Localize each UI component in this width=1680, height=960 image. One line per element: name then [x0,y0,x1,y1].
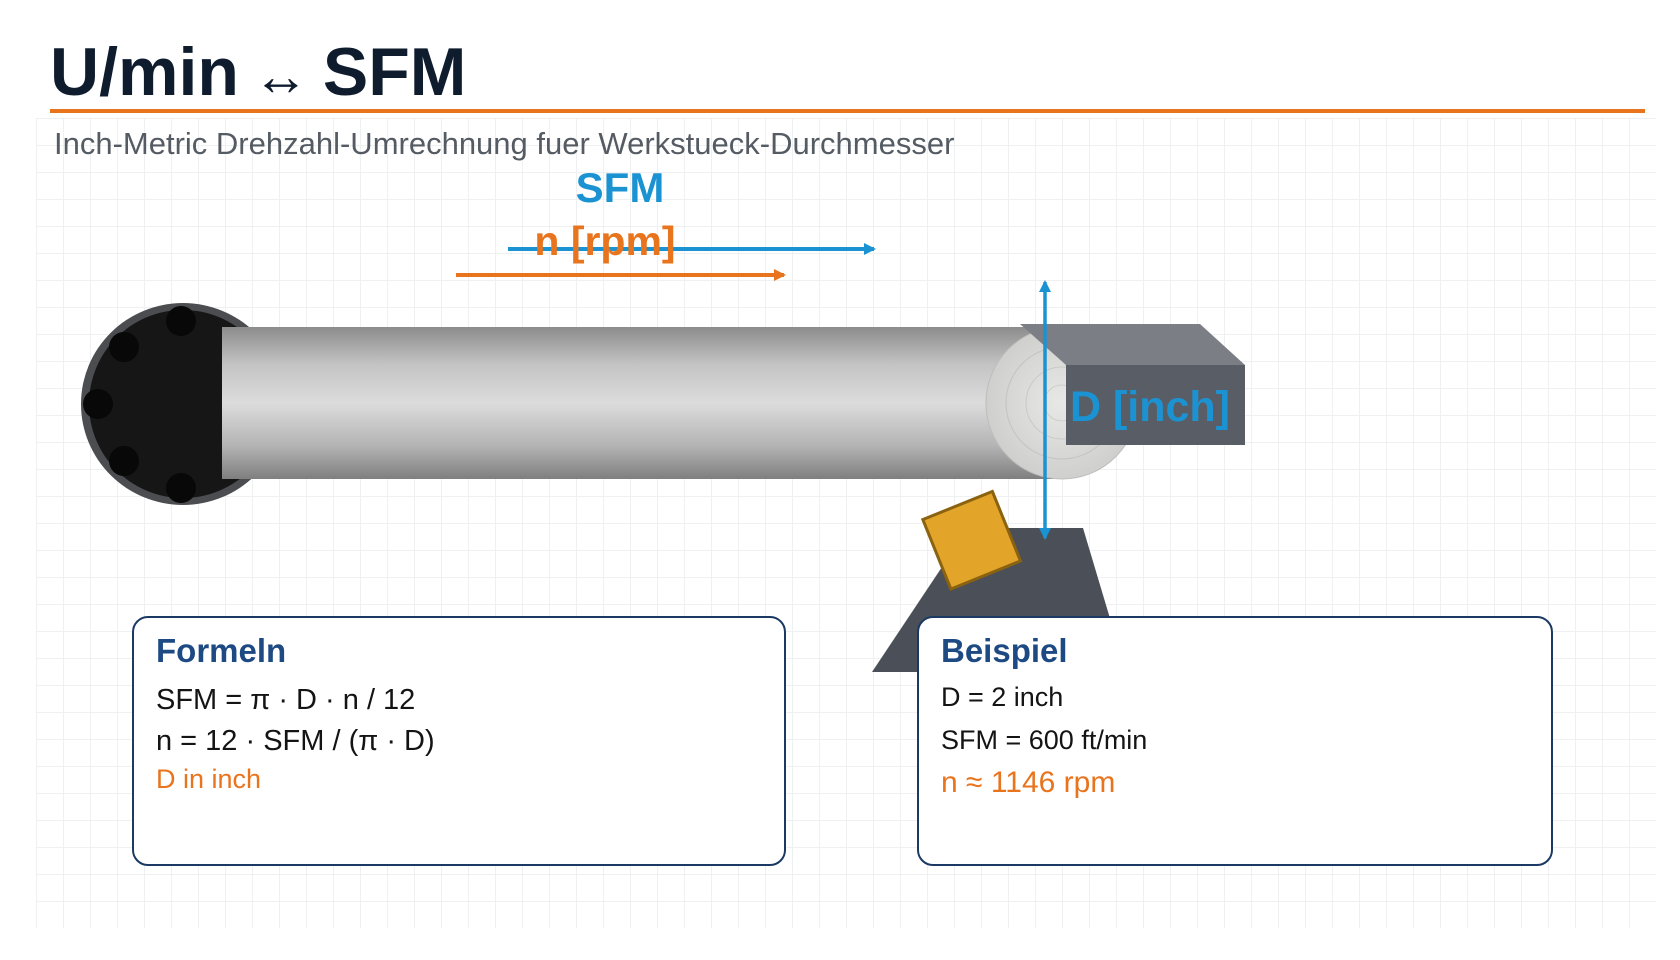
rpm-label: n [rpm] [534,218,675,264]
sfm-formula: SFM = π · D · n / 12 [156,684,416,716]
title-right: SFM [322,34,467,110]
rpm-formula: n = 12 · SFM / (π · D) [156,725,435,757]
chuck-bolt [109,332,139,362]
chuck-bolt [166,306,196,336]
chuck-bolt [166,473,196,503]
tailstock-block [1020,324,1245,445]
subtitle: Inch-Metric Drehzahl-Umrechnung fuer Wer… [54,126,955,161]
double-arrow-icon: ↔ [252,44,309,107]
unit-note: D in inch [156,764,262,794]
example-result: n ≈ 1146 rpm [941,766,1116,799]
formulas-heading: Formeln [156,632,287,669]
page-title: U/min↔SFM [50,33,466,111]
example-sfm: SFM = 600 ft/min [941,725,1148,755]
example-heading: Beispiel [941,632,1068,669]
title-left: U/min [50,34,239,110]
example-card: Beispiel D = 2 inch SFM = 600 ft/min n ≈… [917,616,1553,866]
formulas-card: Formeln SFM = π · D · n / 12 n = 12 · SF… [132,616,786,866]
diameter-label: D [inch] [1070,383,1230,431]
chuck-bolt [83,389,113,419]
workpiece-shaft [222,326,1139,480]
title-underline [50,109,1645,113]
sfm-label: SFM [576,164,665,211]
example-diameter: D = 2 inch [941,682,1064,712]
chuck-bolt [109,446,139,476]
cutting-insert [920,489,1023,592]
